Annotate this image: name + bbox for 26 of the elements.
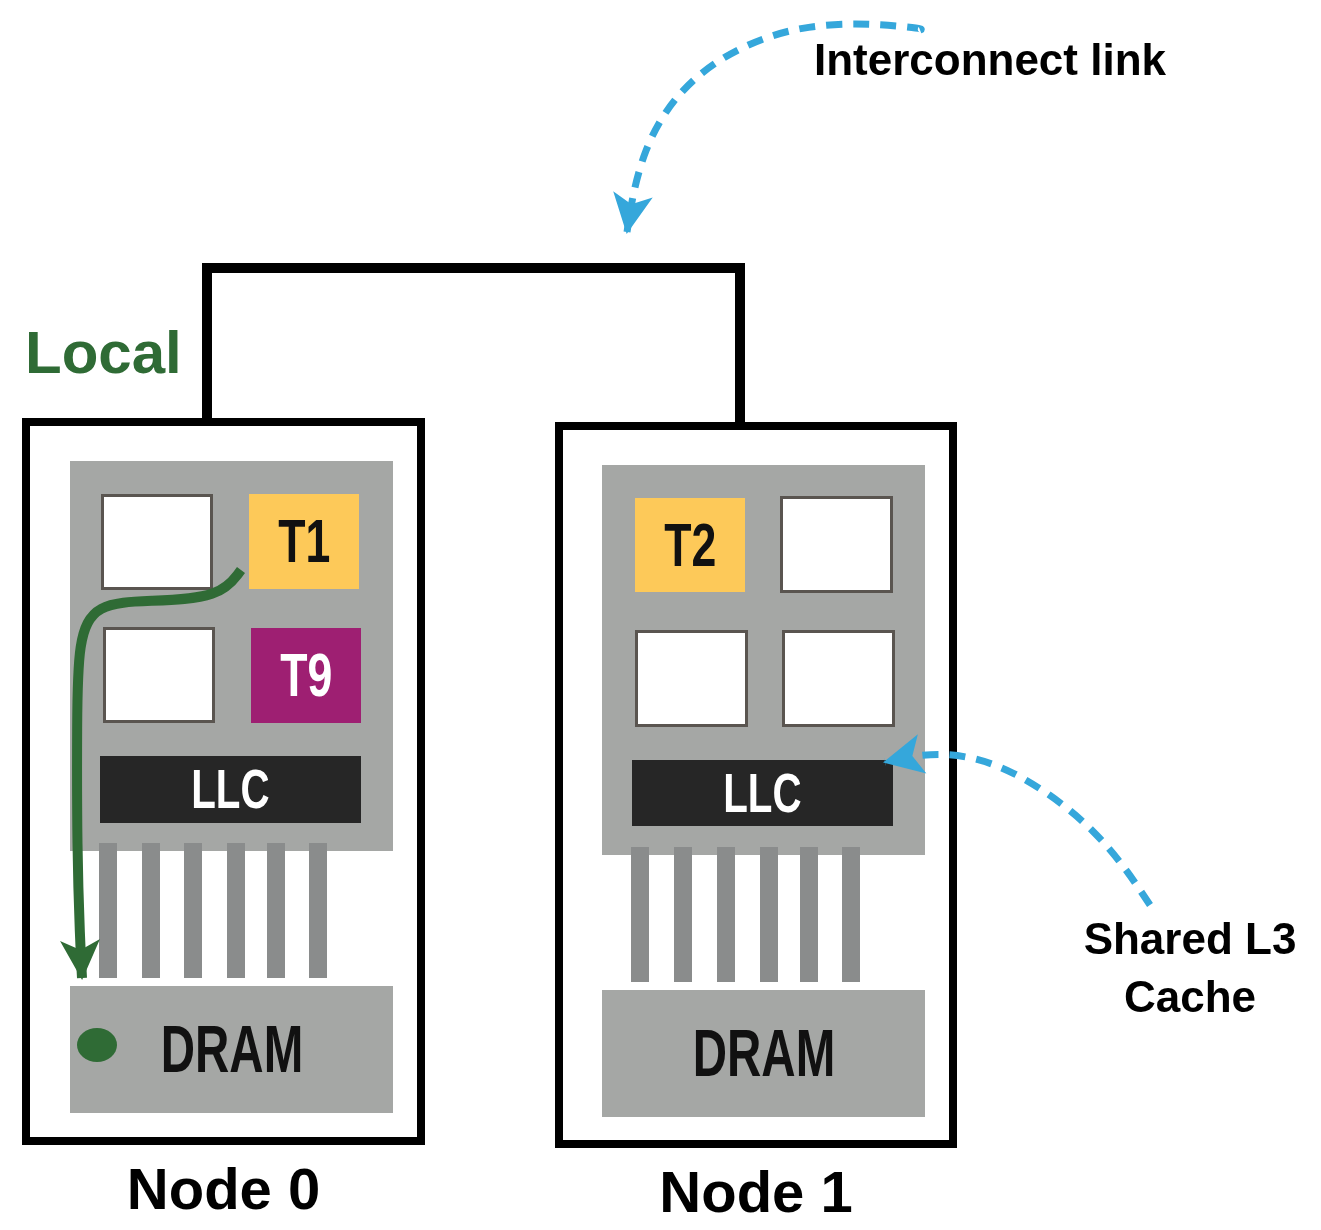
box-label: T2 <box>663 508 717 581</box>
empty-box <box>635 630 748 727</box>
node-label: Node 1 <box>658 1158 854 1225</box>
empty-box <box>70 461 393 851</box>
empty-box <box>602 465 925 855</box>
empty-box <box>782 630 895 727</box>
thread-box <box>251 628 361 723</box>
cache-bar <box>100 756 361 823</box>
annotation-text: Shared L3 Cache <box>1082 913 1298 1023</box>
box-label: LLC <box>723 759 802 826</box>
dram-box <box>70 986 393 1113</box>
thread-box <box>635 498 745 592</box>
dram-box <box>602 990 925 1117</box>
empty-box <box>101 494 213 590</box>
empty-box <box>780 496 893 593</box>
path-label: Local <box>25 318 182 387</box>
box-label: LLC <box>191 756 270 823</box>
box-label: DRAM <box>692 1014 835 1092</box>
annotation-text: Interconnect link <box>813 34 1167 87</box>
node-label: Node 0 <box>125 1155 322 1222</box>
box-label: DRAM <box>160 1010 303 1088</box>
thread-box <box>249 494 359 589</box>
cache-bar <box>632 760 893 826</box>
empty-box <box>103 627 215 723</box>
box-label: T1 <box>277 505 331 578</box>
box-label: T9 <box>279 639 333 712</box>
